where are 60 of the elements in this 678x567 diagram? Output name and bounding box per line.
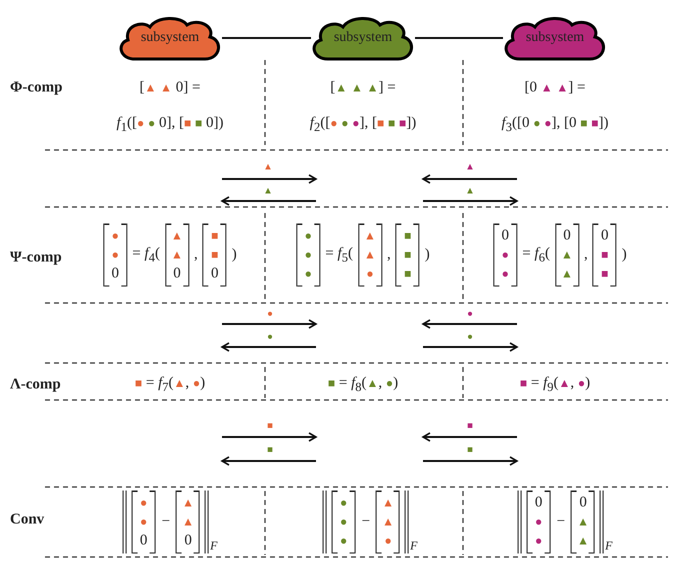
closing-parenthesis: ) bbox=[622, 246, 627, 264]
formula: = f$_{5}$( bbox=[325, 245, 353, 265]
column-vector: 0 ● ● bbox=[526, 490, 551, 554]
formula: ■ = f$_{7}$(▲, ●) bbox=[134, 375, 206, 395]
comma: , bbox=[584, 246, 588, 264]
formula: f$_{2}$([● ● ●], [■ ■ ■]) bbox=[310, 115, 416, 135]
exchanged-symbol: ▲ bbox=[465, 160, 475, 173]
column-vector: ▲ ▲ ● bbox=[358, 224, 382, 286]
closing-parenthesis: ) bbox=[232, 246, 237, 264]
row-label: Conv bbox=[10, 512, 44, 528]
exchanged-symbol: ● bbox=[267, 308, 273, 320]
exchanged-symbol: ● bbox=[267, 330, 273, 343]
row-label: Λ-comp bbox=[10, 376, 61, 392]
column-vector: ● ● ● bbox=[332, 490, 356, 554]
formula: ■ = f$_{8}$(▲, ●) bbox=[328, 375, 398, 395]
node-label: subsystem bbox=[526, 30, 584, 46]
column-vector: ● ● 0 bbox=[103, 224, 128, 286]
norm-subscript: F bbox=[605, 538, 612, 554]
comma: , bbox=[386, 246, 391, 264]
norm-subscript: F bbox=[210, 538, 218, 554]
node-label: subsystem bbox=[140, 30, 200, 46]
connector-line bbox=[222, 37, 311, 39]
exchanged-symbol: ▲ bbox=[465, 184, 475, 197]
column-vector: ▲ ▲ ● bbox=[376, 490, 400, 554]
exchanged-symbol: ▲ bbox=[263, 184, 273, 197]
row-label: Φ-comp bbox=[10, 80, 62, 96]
column-vector: 0 ■ ■ bbox=[592, 224, 617, 286]
column-vector: 0 ▲ ▲ bbox=[571, 490, 596, 554]
column-vector: ▲ ▲ 0 bbox=[176, 490, 200, 554]
column-vector: ● ● 0 bbox=[132, 490, 156, 554]
column-vector: ● ● ● bbox=[296, 224, 320, 286]
exchanged-symbol: ■ bbox=[267, 444, 273, 456]
minus-sign: − bbox=[362, 514, 370, 530]
column-vector: 0 ● ● bbox=[493, 224, 518, 286]
formula: ■ = f$_{9}$(▲, ●) bbox=[520, 375, 590, 395]
minus-sign: − bbox=[162, 514, 170, 530]
exchanged-symbol: ■ bbox=[267, 420, 273, 432]
formula: [0 ▲ ▲] = bbox=[524, 80, 586, 96]
column-vector: 0 ▲ ▲ bbox=[554, 224, 579, 286]
node-label: subsystem bbox=[334, 30, 392, 46]
column-vector: ▲ ▲ 0 bbox=[164, 224, 189, 286]
formula: [▲ ▲ ▲] = bbox=[330, 80, 396, 96]
formula: f$_{3}$([0 ● ●], [0 ■ ■]) bbox=[502, 115, 608, 135]
column-vector: ■ ■ 0 bbox=[202, 224, 227, 286]
comma: , bbox=[194, 246, 198, 264]
formula: = f$_{6}$( bbox=[522, 245, 550, 265]
formula: = f$_{4}$( bbox=[132, 245, 160, 265]
exchanged-symbol: ● bbox=[467, 330, 473, 343]
norm-subscript: F bbox=[410, 538, 418, 554]
formula: f$_{1}$([● ● 0], [■ ■ 0]) bbox=[116, 115, 224, 135]
exchanged-symbol: ■ bbox=[467, 444, 473, 456]
exchanged-symbol: ● bbox=[467, 308, 473, 320]
closing-parenthesis: ) bbox=[424, 246, 430, 264]
minus-sign: − bbox=[556, 514, 566, 530]
formula: [▲ ▲ 0] = bbox=[140, 80, 200, 96]
exchanged-symbol: ▲ bbox=[263, 160, 273, 173]
column-vector: ■ ■ ■ bbox=[396, 224, 420, 286]
row-label: Ψ-comp bbox=[10, 250, 62, 266]
connector-line bbox=[415, 37, 503, 39]
exchanged-symbol: ■ bbox=[467, 420, 473, 432]
